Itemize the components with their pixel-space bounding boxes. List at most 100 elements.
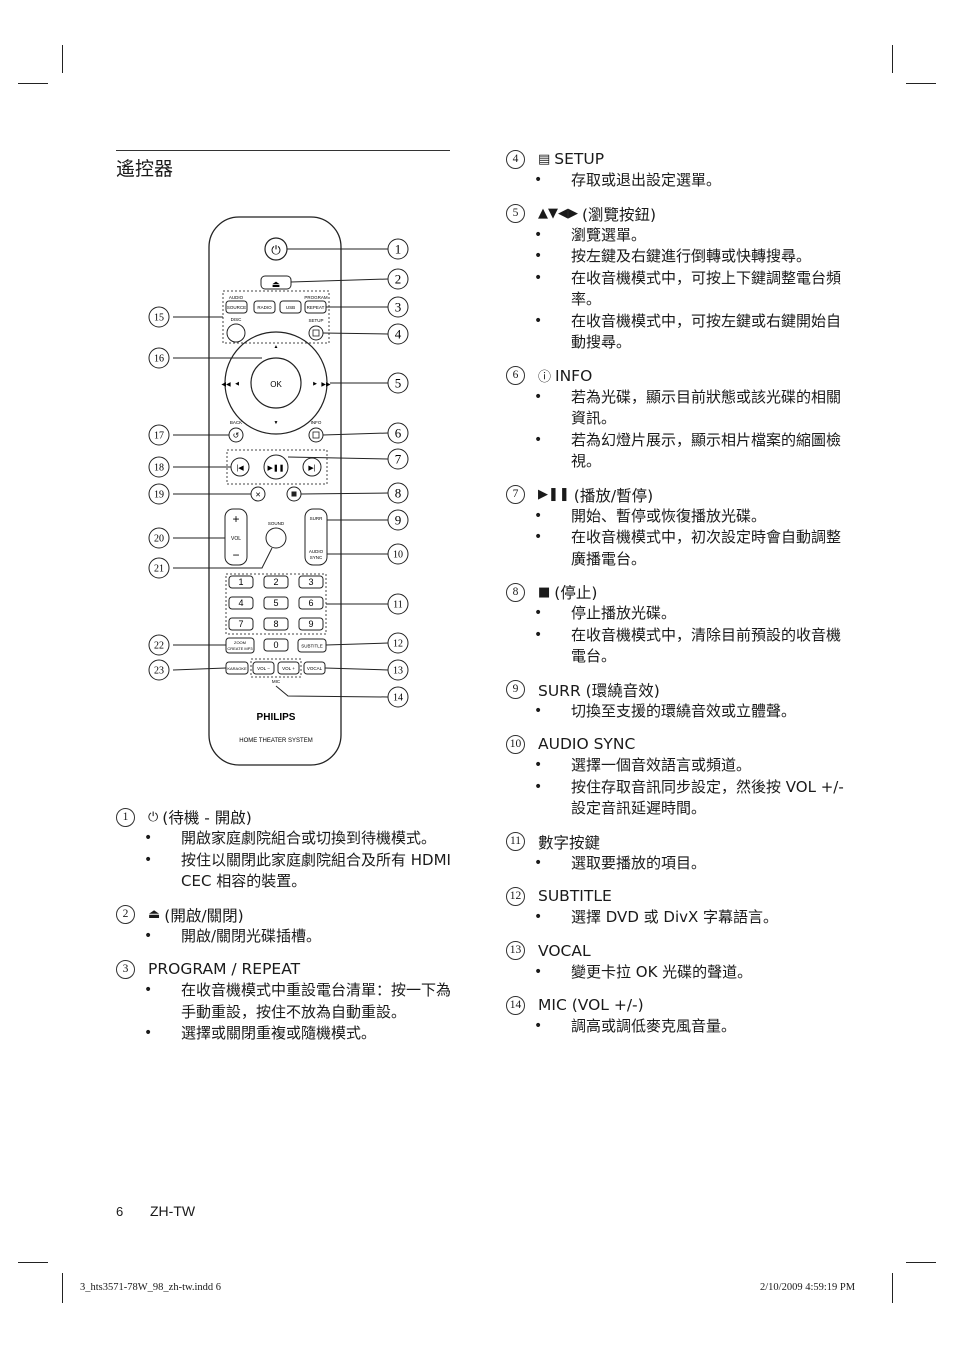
right-item-list: 4▤SETUP 存取或退出設定選單。 5▲▼◀▶(瀏覽按鈕) 瀏覽選單。 按左鍵… (506, 148, 851, 1049)
audio-sync-label-1: AUDIO (309, 549, 324, 554)
surr-label: SURR (310, 516, 324, 521)
svg-text:↺: ↺ (233, 431, 240, 440)
item-title: SUBTITLE (538, 887, 612, 905)
item-title: (停止) (554, 584, 598, 602)
navigation-arrows-icon: ▲▼◀▶ (538, 206, 578, 221)
crop-mark (906, 1262, 936, 1263)
crop-mark (892, 1273, 893, 1303)
bullet: 按左鍵及右鍵進行倒轉或快轉搜尋。 (506, 246, 851, 268)
bullet: 選擇 DVD 或 DivX 字幕語言。 (506, 907, 851, 929)
file-slug: 3_hts3571-78W_98_zh-tw.indd 6 (80, 1282, 222, 1293)
bullet: 若為光碟，顯示目前狀態或該光碟的相關資訊。 (506, 387, 851, 430)
svg-text:◀◀: ◀◀ (221, 382, 231, 388)
svg-text:▶▶: ▶▶ (321, 382, 331, 388)
setup-label: SETUP (308, 318, 323, 323)
audio-sync-label-2: SYNC (310, 555, 323, 560)
callout-6: 6 (395, 426, 402, 441)
callout-4: 4 (395, 327, 402, 342)
digit-1: 1 (238, 577, 243, 587)
item-title: SETUP (554, 150, 605, 168)
digit-9: 9 (308, 619, 313, 629)
digit-0: 0 (273, 640, 278, 650)
info-label: INFO (311, 420, 322, 425)
radio-label: RADIO (257, 305, 272, 310)
digit-8: 8 (273, 619, 278, 629)
item-title: (待機 - 開啟) (162, 809, 252, 827)
svg-text:▼: ▼ (274, 420, 279, 426)
ok-label: OK (270, 380, 282, 389)
bullet: 若為幻燈片展示，顯示相片檔案的縮圖檢視。 (506, 430, 851, 473)
bullet: 切換至支援的環繞音效或立體聲。 (506, 701, 851, 723)
callout-15: 15 (154, 313, 164, 324)
item-number: 10 (506, 734, 525, 754)
item-number: 7 (506, 485, 525, 504)
remote-control-illustration: ⏻ ⏏ AUDIO SOURCE RADIO USB PROGRAM REPEA… (148, 216, 409, 766)
item-14: 14 MIC (VOL +/-) 調高或調低麥克風音量。 (506, 994, 851, 1038)
program-label: PROGRAM (304, 295, 328, 300)
svg-text:⏏: ⏏ (272, 279, 281, 289)
left-item-list: 1 ⏻(待機 - 開啟) 開啟家庭劇院組合或切換到待機模式。 按住以關閉此家庭劇院… (116, 806, 461, 1056)
item-1: 1 ⏻(待機 - 開啟) 開啟家庭劇院組合或切換到待機模式。 按住以關閉此家庭劇院… (116, 806, 461, 893)
callout-22: 22 (154, 641, 164, 652)
bullet: 在收音機模式中，可按左鍵或右鍵開始自動搜尋。 (506, 311, 851, 354)
digit-3: 3 (308, 577, 313, 587)
bullet: 開啟家庭劇院組合或切換到待機模式。 (116, 828, 461, 850)
digit-7: 7 (238, 619, 243, 629)
sound-label: SOUND (268, 521, 285, 526)
product-label: HOME THEATER SYSTEM (239, 738, 312, 744)
callout-5: 5 (395, 376, 402, 391)
standby-icon: ⏻ (148, 809, 159, 825)
language-code: ZH-TW (150, 1203, 196, 1219)
stop-icon: ■ (538, 584, 551, 600)
item-number: 4 (506, 149, 525, 169)
digit-2: 2 (273, 577, 278, 587)
play-pause-icon: ▶❚❚ (538, 487, 570, 502)
item-title: MIC (VOL +/-) (538, 996, 644, 1014)
create-mp3-label: CREATE MP3 (227, 646, 253, 651)
back-label: BACK (230, 420, 242, 425)
callout-3: 3 (395, 300, 402, 315)
item-title: VOCAL (538, 941, 591, 960)
bullet: 變更卡拉 OK 光碟的聲道。 (506, 962, 851, 984)
crop-mark (62, 1273, 63, 1303)
bullet: 開啟/關閉光碟插槽。 (116, 926, 461, 948)
item-number: 3 (116, 959, 135, 979)
callout-12: 12 (393, 639, 403, 650)
callout-13: 13 (393, 666, 403, 677)
info-icon: ⓘ (538, 370, 552, 385)
zoom-label: ZOOM (234, 640, 246, 645)
item-title: INFO (555, 366, 593, 385)
svg-text:◀: ◀ (235, 381, 239, 387)
item-number: 9 (506, 680, 525, 699)
item-number: 1 (116, 807, 135, 827)
item-title: PROGRAM / REPEAT (148, 960, 301, 978)
item-8: 8■(停止) 停止播放光碟。 在收音機模式中，清除目前預設的收音機電台。 (506, 581, 851, 668)
callout-14: 14 (393, 693, 403, 704)
bullet: 調高或調低麥克風音量。 (506, 1016, 851, 1038)
crop-mark (18, 1262, 48, 1263)
svg-text:▶: ▶ (313, 381, 317, 387)
crop-mark (892, 45, 893, 73)
item-number: 6 (506, 366, 525, 385)
svg-text:+: + (232, 512, 239, 526)
item-7: 7▶❚❚(播放/暫停) 開始、暫停或恢復播放光碟。 在收音機模式中，初次設定時會… (506, 484, 851, 571)
callout-19: 19 (154, 490, 164, 501)
svg-text:▶|: ▶| (308, 465, 315, 472)
svg-text:✕: ✕ (255, 492, 261, 499)
item-title: (播放/暫停) (573, 486, 654, 505)
bullet: 在收音機模式中，初次設定時會自動調整廣播電台。 (506, 527, 851, 570)
bullet: 在收音機模式中，可按上下鍵調整電台頻率。 (506, 268, 851, 311)
svg-text:⏻: ⏻ (271, 243, 281, 257)
callout-20: 20 (154, 534, 164, 545)
svg-text:−: − (232, 548, 239, 562)
bullet: 按住以關閉此家庭劇院組合及所有 HDMI CEC 相容的裝置。 (116, 850, 461, 893)
item-number: 14 (506, 995, 525, 1015)
bullet: 選擇一個音效語言或頻道。 (506, 755, 851, 777)
item-2: 2⏏(開啟/關閉) 開啟/關閉光碟插槽。 (116, 904, 461, 948)
callout-17: 17 (154, 431, 164, 442)
bullet: 選擇或關閉重複或隨機模式。 (116, 1023, 461, 1045)
source-label: SOURCE (227, 305, 246, 310)
